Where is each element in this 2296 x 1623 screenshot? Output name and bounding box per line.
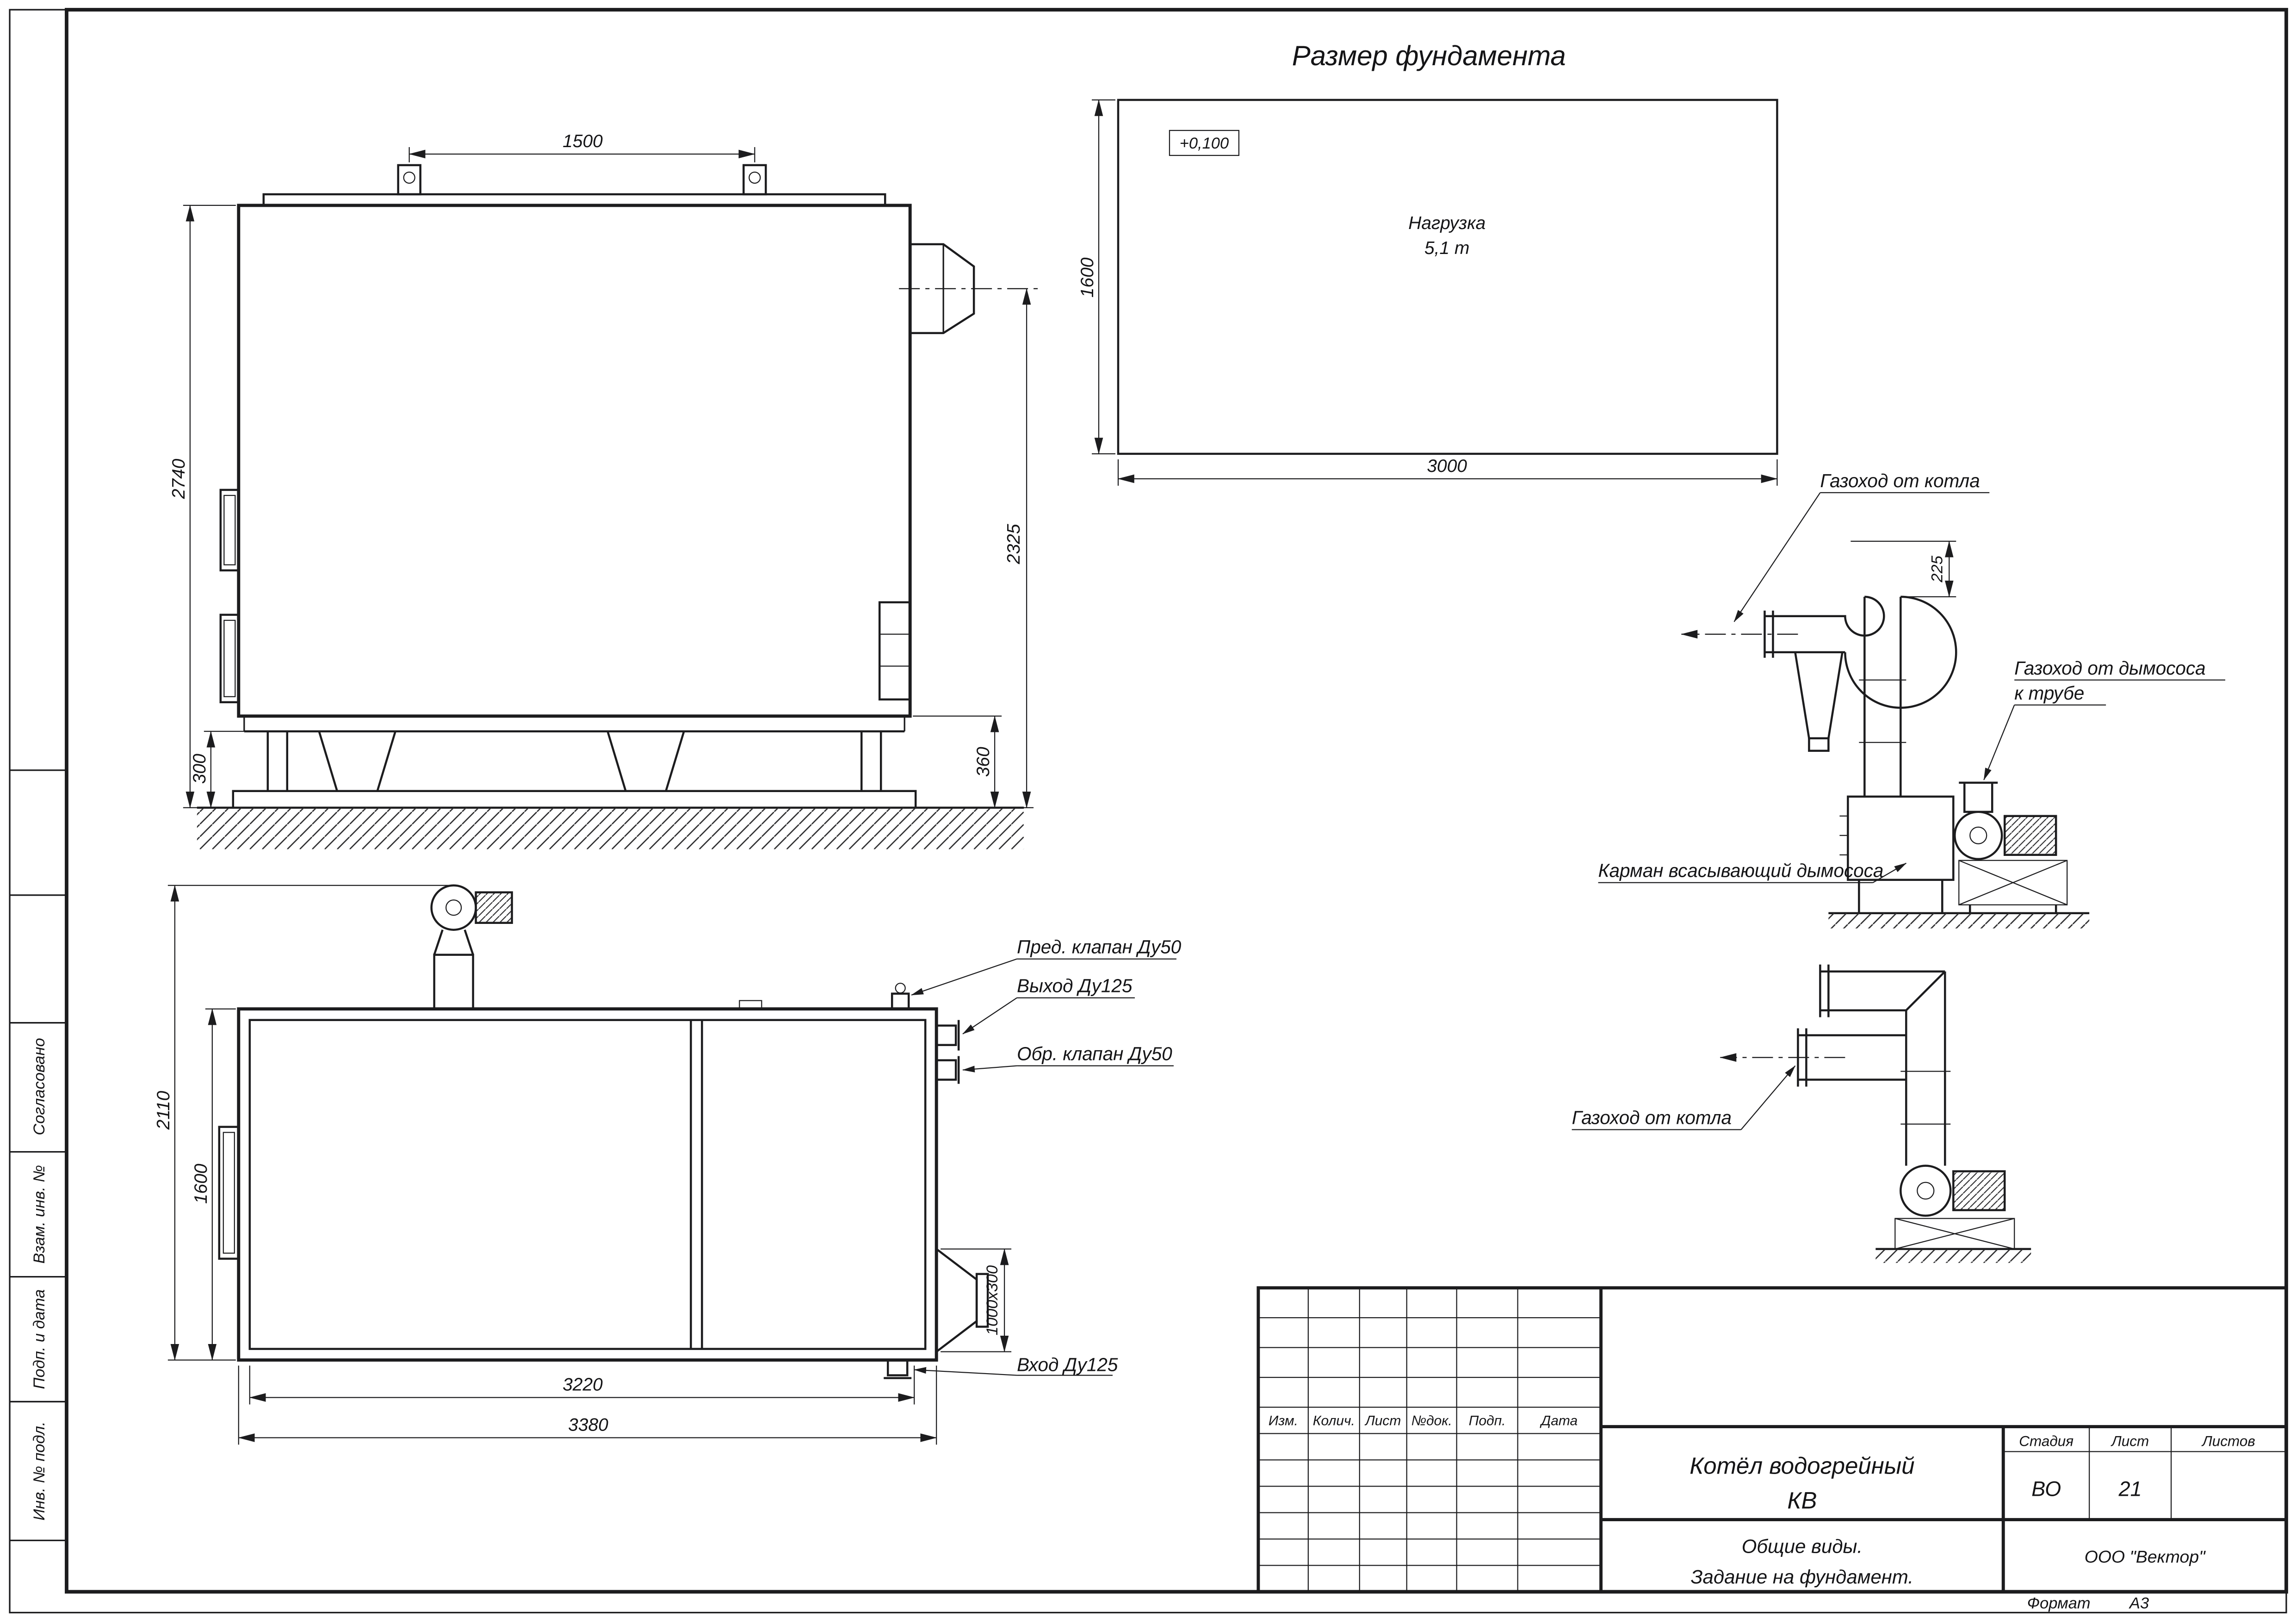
check-valve-stub <box>935 1059 957 1081</box>
ground-hatch <box>197 807 1024 849</box>
product-name-2: КВ <box>1787 1487 1817 1514</box>
dim-total-height: 2740 <box>169 458 189 499</box>
exhauster-motor <box>2004 815 2057 856</box>
exhauster-scroll-lower <box>1900 1165 1952 1217</box>
rev-header-list: Лист <box>1364 1413 1401 1429</box>
elevation-mark: +0,100 <box>1180 135 1229 152</box>
dust-pocket-cone <box>1794 651 1844 740</box>
dim-inner-length: 3220 <box>563 1375 603 1395</box>
side-door-lower <box>219 613 240 704</box>
rev-header-izm: Изм. <box>1269 1413 1298 1429</box>
dim-flue-opening: 1000x300 <box>984 1265 1001 1336</box>
lifting-lug-right <box>743 164 767 196</box>
fan-duct <box>433 954 474 1010</box>
format-label: Формат <box>2027 1595 2091 1612</box>
margin-stamp: Согласовано Взам. инв. № Подп. и дата Ин… <box>31 1038 48 1520</box>
label-inlet: Вход Ду125 <box>1017 1354 1118 1375</box>
bend-outer-wall <box>1844 595 1957 709</box>
plan-outline <box>237 1007 938 1362</box>
stamp-orig-inv: Инв. № подл. <box>31 1422 48 1521</box>
stage-value: ВО <box>2031 1477 2061 1501</box>
dim-offset: 225 <box>1928 555 1946 582</box>
fan-scroll <box>430 884 477 931</box>
dim-flue-height: 2325 <box>1004 524 1024 564</box>
boiler-side-view: 1500 2740 300 360 2325 <box>169 131 1038 849</box>
exhauster-scroll <box>1954 811 2003 860</box>
safety-valve <box>891 992 910 1010</box>
outlet-stub <box>935 1024 957 1046</box>
title-block: Изм. Колич. Лист №док. Подп. Дата Котёл … <box>1256 1286 2288 1593</box>
bend-inner-wall <box>1764 595 1885 637</box>
title-block-outline <box>1256 1286 2288 1593</box>
rev-header-podp: Подп. <box>1469 1413 1506 1429</box>
sheet-frame: Формат А3 <box>9 8 2288 1614</box>
sheets-label: Листов <box>2201 1433 2255 1450</box>
company-name: ООО "Вектор" <box>2085 1547 2206 1567</box>
label-to-stack-2: к трубе <box>2014 682 2084 704</box>
exhauster-motor-lower <box>1952 1170 2006 1211</box>
label-from-boiler-lower: Газоход от котла <box>1572 1107 1732 1128</box>
lifting-lug-left <box>397 164 421 196</box>
doc-title-1: Общие виды. <box>1742 1536 1863 1557</box>
rear-door <box>878 601 911 701</box>
rev-header-ndoc: №док. <box>1411 1413 1452 1429</box>
foundation-title: Размер фундамента <box>1292 40 1566 71</box>
stamp-replacement-inv: Взам. инв. № <box>31 1165 48 1264</box>
label-check-valve: Обр. клапан Ду50 <box>1017 1043 1172 1065</box>
inner-frame <box>65 8 2288 1594</box>
inlet-stub <box>886 1359 909 1376</box>
base-channel <box>232 790 917 809</box>
flue-duct-scheme-lower: Газоход от котла <box>1572 964 2031 1263</box>
dim-plan-width: 1600 <box>191 1164 211 1204</box>
load-label-1: Нагрузка <box>1408 213 1485 233</box>
label-outlet: Выход Ду125 <box>1017 975 1133 997</box>
boiler-plan-view: 2110 1600 3220 3380 1000x300 Пред. клапа… <box>154 884 1182 1445</box>
fan-outlet-stub <box>1963 781 1993 813</box>
label-pocket: Карман всасывающий дымососа <box>1598 860 1884 881</box>
dim-foundation-height: 1600 <box>1077 257 1097 297</box>
format-value: А3 <box>2129 1595 2149 1612</box>
label-to-stack-1: Газоход от дымососа <box>2014 657 2205 679</box>
stamp-sign-date: Подп. и дата <box>31 1289 48 1389</box>
stamp-agreed: Согласовано <box>31 1038 48 1135</box>
dim-overall: 2110 <box>154 1090 173 1130</box>
foundation-plan-view: Размер фундамента +0,100 Нагрузка 5,1 т … <box>1077 40 1778 486</box>
rev-header-data: Дата <box>1540 1413 1578 1429</box>
doc-title-2: Задание на фундамент. <box>1691 1566 1913 1588</box>
label-from-boiler-upper: Газоход от котла <box>1820 470 1980 491</box>
exhauster-stand <box>1958 860 2068 905</box>
dim-lugs: 1500 <box>563 131 603 151</box>
stage-label: Стадия <box>2019 1433 2073 1450</box>
suction-pocket <box>1847 795 1955 881</box>
fan-motor <box>475 891 513 924</box>
flue-duct-scheme-upper: Газоход от котла 225 Газохо <box>1598 470 2226 929</box>
plan-side-door <box>218 1126 240 1260</box>
dim-frame-height: 300 <box>190 754 210 784</box>
sheet-label: Лист <box>2110 1433 2149 1450</box>
dim-base-height: 360 <box>973 747 993 777</box>
rev-header-kolich: Колич. <box>1313 1413 1355 1429</box>
label-safety-valve: Пред. клапан Ду50 <box>1017 936 1182 958</box>
foundation-outline <box>1117 99 1778 455</box>
boiler-body <box>237 204 912 718</box>
sheet-value: 21 <box>2118 1477 2142 1501</box>
elevation-mark-box <box>1169 130 1240 156</box>
product-name-1: Котёл водогрейный <box>1690 1453 1914 1479</box>
rear-flue-cone <box>935 1247 978 1354</box>
dim-foundation-width: 3000 <box>1427 456 1467 476</box>
load-label-2: 5,1 т <box>1424 238 1469 258</box>
side-door-upper <box>219 489 240 572</box>
dim-length: 3380 <box>568 1415 608 1435</box>
